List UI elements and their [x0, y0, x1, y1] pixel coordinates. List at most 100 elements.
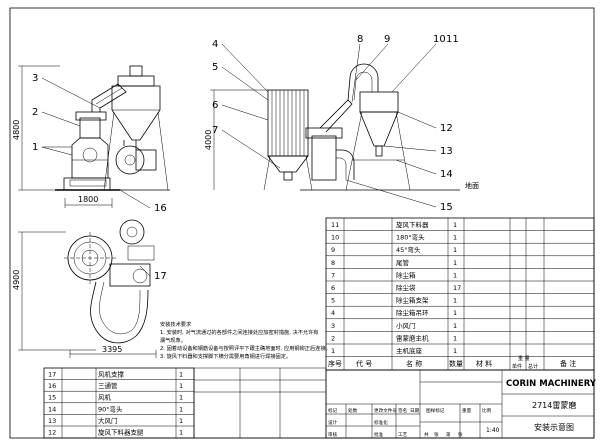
callout-15: 15: [440, 202, 453, 213]
title-block-label: 设计: [328, 419, 338, 426]
dim-height-4800: 4800: [12, 65, 60, 191]
title-block-label: 第: [446, 431, 451, 438]
title-block-label: 签名: [398, 407, 407, 414]
hdr-qty: 数量: [449, 359, 463, 368]
upper-row-name: 除尘箱吊环: [396, 308, 429, 317]
lower-row-qty: 1: [179, 429, 183, 437]
upper-row-no: 2: [331, 334, 335, 342]
callout-7: 7: [212, 125, 218, 136]
callout-11: 11: [446, 34, 459, 45]
lower-row-qty: 1: [179, 405, 183, 413]
upper-row-qty: 1: [453, 347, 457, 355]
callout-4: 4: [212, 39, 218, 50]
scale-value: 1:40: [486, 427, 500, 434]
upper-row-no: 9: [331, 246, 335, 254]
dim-label-4900: 4900: [12, 270, 21, 290]
hdr-material: 材 料: [476, 359, 492, 368]
upper-row-qty: 1: [453, 309, 457, 317]
title-block-label: 工艺: [398, 432, 408, 438]
front-view-cyclone-fan: [300, 63, 460, 191]
upper-row-name: 除尘箱: [396, 270, 416, 279]
upper-row-name: 尾管: [396, 258, 410, 267]
notes-title: 安装技术要求: [160, 320, 192, 328]
dim-height-4900: 4900: [12, 231, 96, 351]
callout-14: 14: [440, 169, 453, 180]
title-block-label: 标准化: [374, 419, 388, 426]
notes-line-1: 1. 安装时, 对气流通过的各部件之间连接处应加密封措施, 决不允许有: [160, 328, 318, 336]
upper-row-qty: 1: [453, 221, 457, 229]
front-view-dust-collector: [263, 89, 313, 191]
upper-row-qty: 1: [453, 334, 457, 342]
callout-10: 10: [433, 34, 446, 45]
upper-row-qty: 17: [453, 284, 461, 292]
model-name: 2714雷蒙磨: [532, 400, 576, 410]
callout-numbers: 1 2 3 4 5 6 7 8 9 10 12 13 14 15 16 17: [32, 34, 453, 282]
lower-row-no: 13: [48, 417, 56, 425]
dim-width-1800: 1800: [64, 195, 113, 208]
callout-12: 12: [440, 123, 453, 134]
callout-16: 16: [154, 203, 167, 214]
lower-row-qty: 1: [179, 382, 183, 390]
upper-row-qty: 1: [453, 259, 457, 267]
ground-label: 地面: [465, 181, 479, 190]
callout-3: 3: [32, 73, 38, 84]
dim-height-4000: 4000: [204, 89, 268, 190]
lower-row-qty: 1: [179, 394, 183, 402]
dim-label-4000: 4000: [204, 130, 213, 150]
title-block-label: 张: [458, 431, 463, 438]
plan-view: [64, 219, 155, 344]
upper-row-no: 11: [331, 221, 339, 229]
upper-row-no: 3: [331, 322, 335, 330]
lower-row-qty: 1: [179, 417, 183, 425]
dim-width-3395: 3395: [69, 345, 157, 358]
upper-row-no: 4: [331, 309, 335, 317]
blank-grid: [193, 367, 327, 439]
upper-row-no: 1: [331, 347, 335, 355]
upper-row-name: 主机底座: [396, 346, 423, 355]
upper-row-qty: 1: [453, 297, 457, 305]
callout-17: 17: [154, 271, 167, 282]
title-block-label: 共: [424, 431, 429, 438]
hdr-no: 序号: [328, 359, 342, 368]
lower-row-qty: 1: [179, 371, 183, 379]
callout-6: 6: [212, 100, 218, 111]
lower-row-no: 12: [48, 429, 56, 437]
notes-line-2: 漏气现象。: [160, 336, 186, 344]
upper-row-no: 8: [331, 259, 335, 267]
notes-line-4: 3. 旋风下料器和支撑脚下横分需要用角钢进行焊接固定。: [160, 352, 291, 360]
lower-row-name: 90°弯头: [98, 404, 123, 413]
lower-row-name: 风机: [98, 393, 112, 402]
title-block-label: 重量: [462, 407, 472, 414]
title-block-label: 日期: [410, 408, 420, 414]
title-block-label: 标记: [328, 407, 338, 414]
upper-row-no: 10: [331, 234, 339, 242]
hdr-unit: 单件: [512, 363, 522, 370]
callout-5: 5: [212, 62, 218, 73]
lower-row-name: 风机支撑: [98, 370, 125, 379]
callout-8: 8: [357, 34, 363, 45]
title-block-label: 比例: [482, 407, 492, 414]
title-block-label: 图样标记: [426, 407, 445, 414]
hdr-total: 总计: [528, 363, 538, 370]
callout-leaders: [41, 43, 437, 277]
upper-row-no: 5: [331, 297, 335, 305]
upper-row-no: 6: [331, 284, 335, 292]
upper-row-qty: 1: [453, 234, 457, 242]
dim-label-3395: 3395: [102, 345, 122, 354]
upper-row-name: 180°弯头: [396, 233, 425, 242]
title-block-label: 审核: [328, 431, 338, 438]
dim-label-1800: 1800: [78, 195, 98, 204]
upper-row-name: 旋风下料器: [396, 220, 429, 229]
upper-row-name: 雷蒙磨主机: [396, 333, 429, 342]
callout-13: 13: [440, 146, 453, 157]
drawing-name: 安装示意图: [534, 422, 574, 432]
title-block-label: 处数: [348, 407, 358, 414]
upper-row-qty: 1: [453, 322, 457, 330]
title-block: CORIN MACHINERY 2714雷蒙磨 安装示意图 1:40 标记处数更…: [325, 369, 597, 439]
hdr-remark: 备 注: [560, 359, 576, 368]
upper-row-no: 7: [331, 271, 335, 279]
lower-row-name: 大风门: [98, 416, 118, 425]
